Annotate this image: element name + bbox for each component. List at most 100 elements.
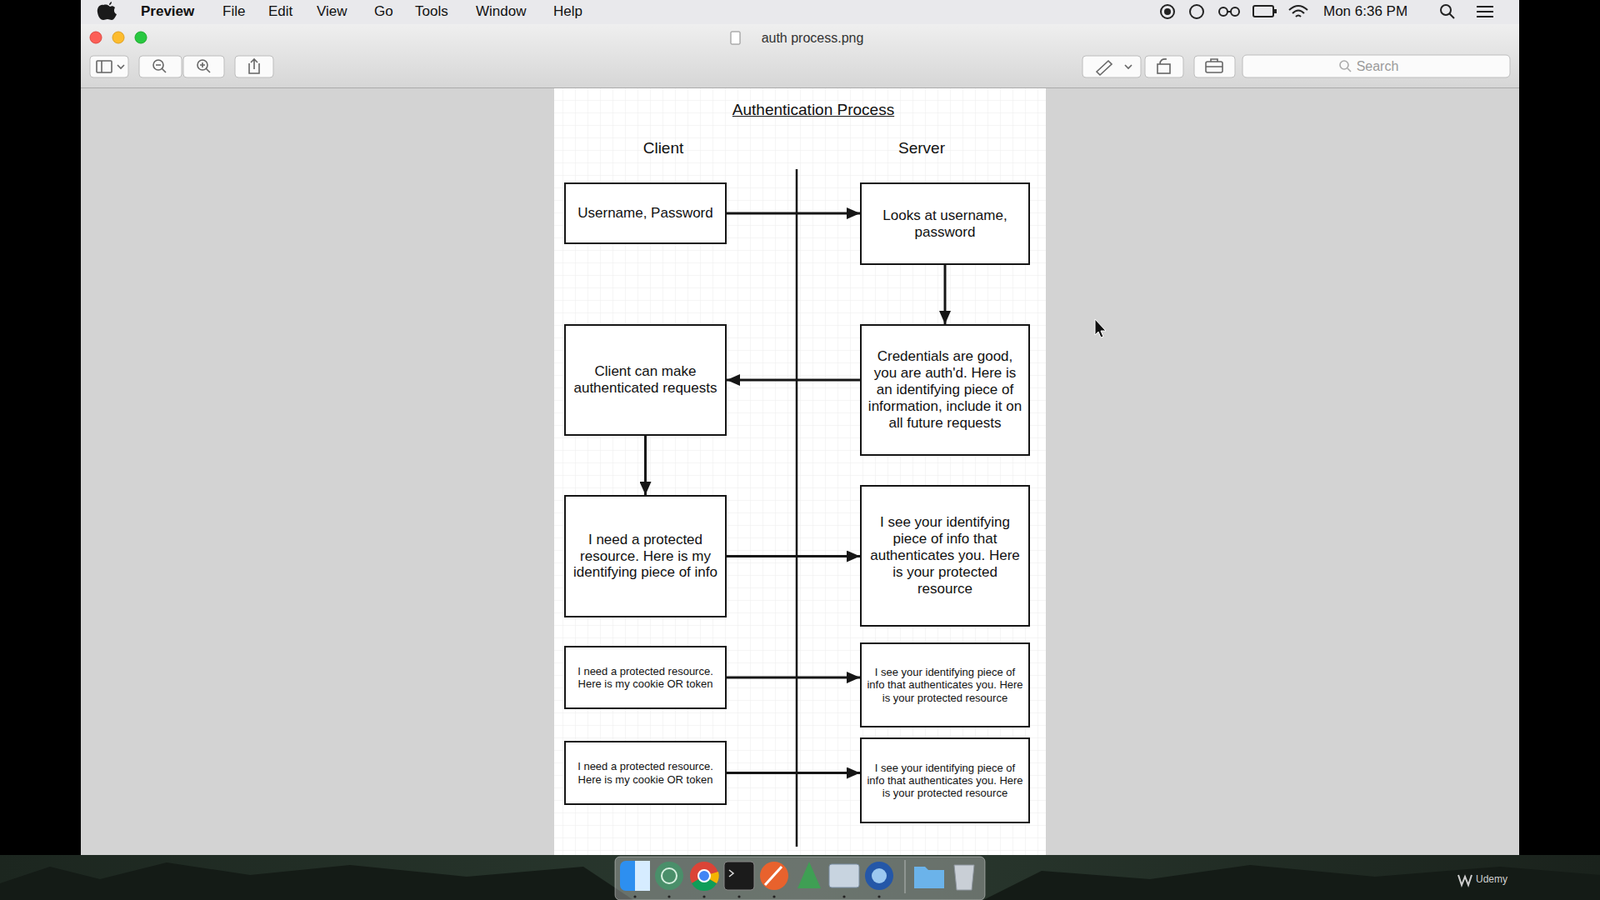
wifi-icon	[1289, 5, 1308, 17]
toolbox-glyph	[1205, 59, 1223, 67]
zoom-out-glyph	[155, 65, 166, 73]
atom-icon	[661, 868, 677, 884]
toolbar-buttons	[90, 55, 1510, 78]
zoom-out-button	[139, 55, 182, 78]
running-dot	[667, 895, 670, 898]
chrome-icon	[698, 870, 710, 882]
running-dot	[702, 895, 705, 898]
arrow-connector	[726, 771, 860, 775]
menu-item: Edit	[268, 3, 293, 20]
grid-paper	[554, 88, 1046, 855]
terminal-icon	[729, 870, 734, 877]
finder-icon	[635, 860, 650, 891]
running-dot	[772, 895, 775, 898]
running-dot	[737, 895, 740, 898]
markup-glyph	[1096, 60, 1112, 75]
search-glyph	[1347, 68, 1351, 72]
sketch-icon	[765, 866, 782, 885]
zoom-in-button	[183, 55, 225, 78]
sidebar-button	[90, 55, 129, 78]
running-dot	[842, 895, 845, 898]
udemy-logo	[1458, 875, 1472, 885]
box-text: I need a protected resource. Here is my …	[570, 531, 720, 582]
box-text: I need a protected resource. Here is my …	[570, 760, 720, 785]
apple-logo	[97, 1, 117, 20]
markup-glyph	[1125, 65, 1132, 69]
search-field	[1242, 55, 1510, 78]
chrome-icon	[690, 861, 719, 890]
sidebar-glyph	[117, 65, 125, 69]
process-box: I see your identifying piece of info tha…	[860, 642, 1030, 728]
mail-icon	[829, 864, 860, 888]
zoom-in-glyph	[200, 62, 210, 73]
dock	[615, 856, 985, 900]
app-icon	[871, 868, 887, 884]
sketch-icon	[760, 861, 789, 890]
arrow-connector	[726, 555, 860, 558]
menu-item: View	[316, 3, 348, 20]
process-box: I need a protected resource. Here is my …	[564, 740, 727, 805]
trash-icon	[954, 865, 975, 890]
divider-line	[795, 169, 799, 847]
record-icon	[1160, 5, 1175, 19]
box-text: Client can make authenticated requests	[570, 363, 720, 397]
sidebar-glyph	[100, 60, 103, 73]
box-text: I see your identifying piece of info tha…	[866, 514, 1024, 597]
close-button	[90, 31, 102, 44]
toolbar	[80, 24, 1520, 88]
diagram-title: Authentication Process	[732, 100, 895, 120]
notification-icon	[1476, 6, 1494, 17]
rotate-glyph	[1157, 64, 1170, 74]
menu-item: Go	[374, 3, 394, 20]
process-box: Username, Password	[564, 182, 727, 245]
spotlight-icon	[1449, 13, 1455, 19]
box-text: Credentials are good, you are auth'd. He…	[866, 348, 1024, 431]
file-icon	[730, 31, 740, 45]
menu-item: Tools	[415, 3, 449, 20]
wallpaper-trees	[983, 865, 1600, 900]
markup-button	[1082, 55, 1141, 78]
folder-icon	[914, 866, 945, 889]
viewer-background	[80, 88, 1520, 855]
dock-icons	[620, 860, 975, 899]
running-dot	[633, 895, 636, 898]
process-box: I need a protected resource. Here is my …	[564, 645, 727, 710]
wallpaper-trees	[0, 862, 634, 900]
minimize-button	[112, 31, 125, 44]
arrow-connector	[726, 676, 860, 680]
watermark: Udemy	[1475, 874, 1508, 886]
sidebar-glyph	[96, 60, 112, 73]
rotate-glyph	[1160, 59, 1167, 65]
share-glyph	[249, 59, 260, 74]
process-box: Looks at username, password	[860, 182, 1030, 265]
battery-icon	[1274, 9, 1277, 14]
box-text: Looks at username, password	[866, 207, 1024, 241]
box-text: I need a protected resource. Here is my …	[570, 665, 720, 690]
process-box: I see your identifying piece of info tha…	[860, 737, 1030, 824]
running-dot	[877, 895, 880, 898]
arrow-connector	[726, 379, 860, 382]
toolbox-button	[1194, 55, 1235, 78]
toolbar-divider	[80, 87, 1520, 89]
zoom-button	[135, 31, 147, 44]
process-box: I see your identifying piece of info tha…	[860, 485, 1030, 627]
window-title: auth process.png	[761, 30, 865, 46]
terminal-icon	[724, 861, 755, 890]
menu-item: Help	[553, 3, 583, 20]
process-box: I need a protected resource. Here is my …	[564, 495, 727, 618]
image-page	[554, 88, 1046, 855]
search-glyph	[1340, 60, 1349, 70]
desktop-wallpaper	[0, 855, 1600, 900]
app-menu: Preview	[140, 3, 195, 20]
menu-item: Window	[475, 3, 526, 20]
rotate-button	[1145, 55, 1184, 78]
app-icon	[865, 861, 894, 890]
box-text: I see your identifying piece of info tha…	[866, 665, 1024, 705]
battery-icon	[1253, 5, 1274, 17]
column-heading: Server	[898, 139, 945, 158]
atom-icon	[655, 861, 684, 890]
search-placeholder: Search	[1356, 59, 1400, 75]
dock-separator	[905, 860, 906, 894]
